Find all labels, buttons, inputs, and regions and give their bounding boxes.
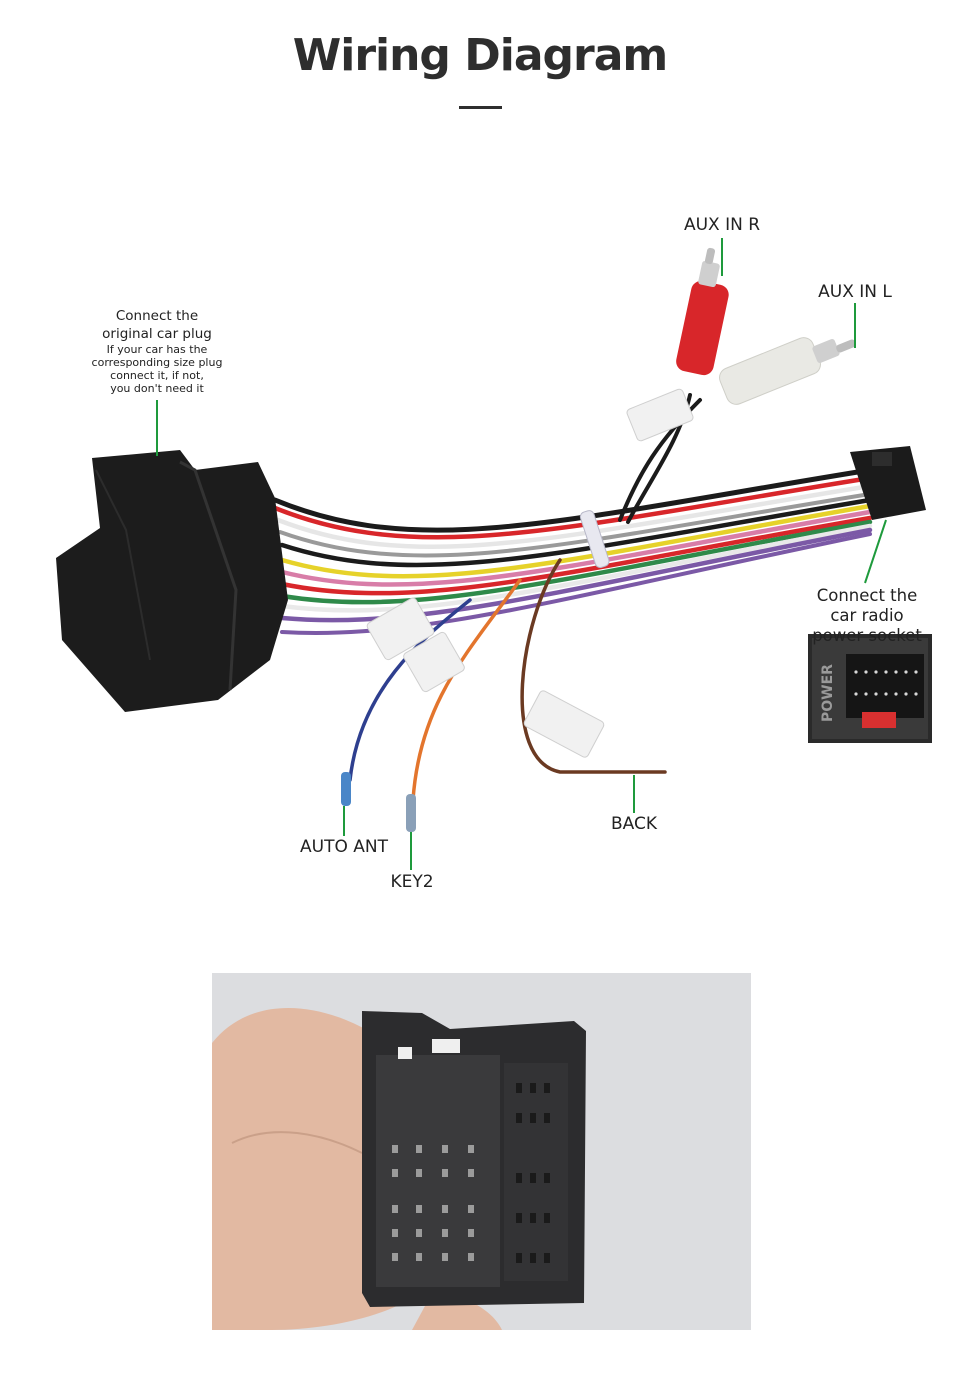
wiring-harness-diagram: POWER bbox=[56, 238, 932, 870]
back-label: BACK bbox=[610, 814, 658, 834]
key2-terminal bbox=[406, 794, 416, 832]
key2-label: KEY2 bbox=[390, 872, 434, 892]
aux-in-l-plug bbox=[719, 337, 856, 405]
connector-photo bbox=[212, 973, 751, 1330]
original-plug-note: Connect the original car plug If your ca… bbox=[92, 307, 223, 395]
wire-bundle bbox=[272, 393, 873, 802]
title-underline bbox=[459, 106, 502, 109]
connector-photo-illustration bbox=[212, 973, 751, 1330]
auto-ant-label: AUTO ANT bbox=[300, 837, 388, 857]
original-plug-label: Connect the original car plug bbox=[102, 308, 212, 342]
original-plug-subnote: If your car has the corresponding size p… bbox=[91, 343, 223, 395]
page-title: Wiring Diagram bbox=[292, 30, 669, 81]
radio-connector bbox=[850, 446, 926, 520]
radio-socket-label: Connect the car radio power socket bbox=[812, 586, 922, 645]
power-text: POWER bbox=[820, 664, 836, 722]
original-car-plug bbox=[56, 450, 288, 712]
aux-in-r-label: AUX IN R bbox=[683, 215, 761, 235]
power-socket-inset: POWER bbox=[808, 634, 932, 743]
aux-in-r-plug bbox=[676, 247, 729, 376]
wire-tags bbox=[366, 388, 694, 758]
auto-ant-terminal bbox=[341, 772, 351, 806]
leader-lines bbox=[156, 238, 887, 870]
aux-in-l-label: AUX IN L bbox=[818, 282, 892, 302]
zip-tie bbox=[579, 510, 610, 568]
